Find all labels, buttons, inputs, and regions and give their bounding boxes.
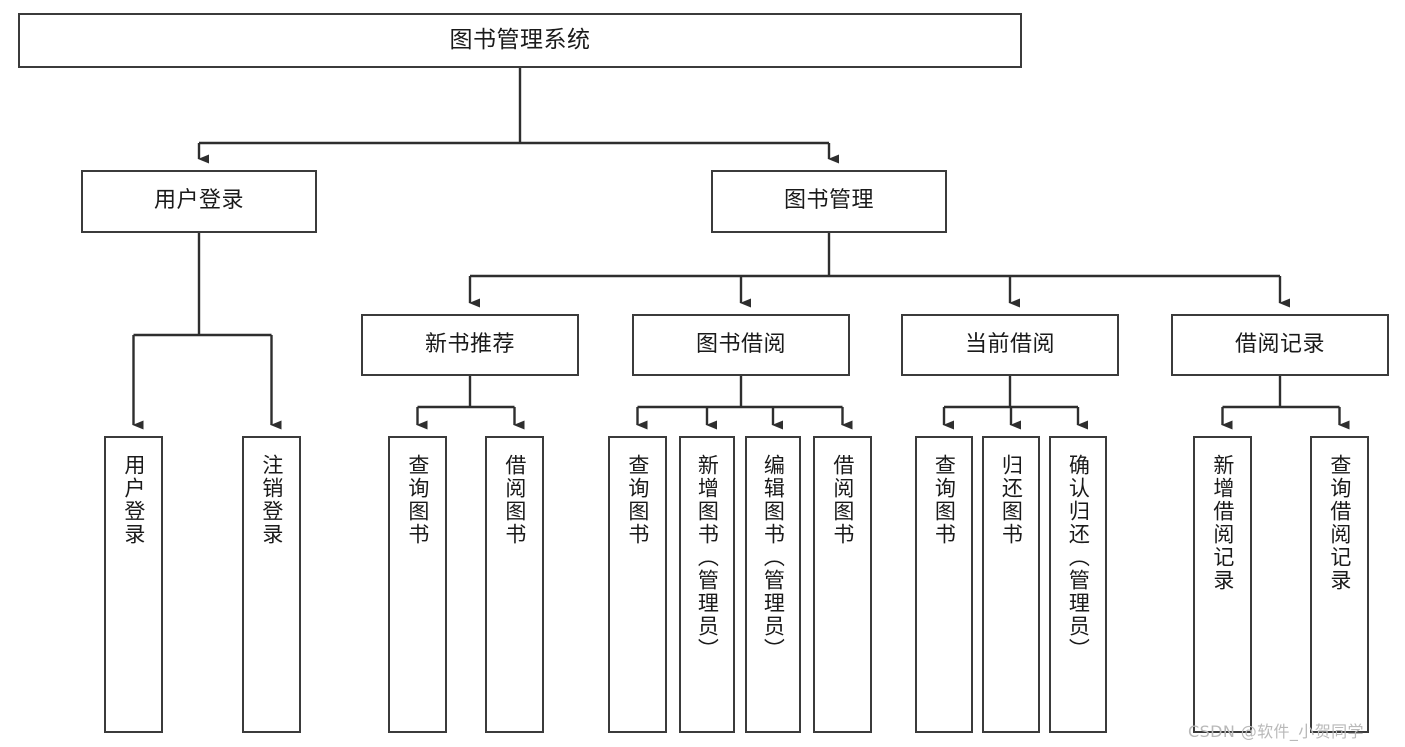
node-label: 新增借阅记录 (1210, 454, 1235, 592)
node-label: 查询借阅记录 (1327, 454, 1352, 592)
node-label: 图书管理系统 (449, 26, 591, 53)
node-label: 用户登录 (121, 454, 146, 546)
node-label: 借阅图书 (830, 454, 855, 546)
node-leaf-bor-4: 借阅图书 (813, 436, 872, 733)
watermark-label: CSDN @软件_小贺同学 (1188, 722, 1364, 741)
node-label: 编辑图书（管理员） (761, 454, 786, 661)
node-records: 借阅记录 (1171, 314, 1389, 376)
node-label: 查询图书 (405, 454, 430, 546)
node-leaf-rec-1: 新增借阅记录 (1193, 436, 1252, 733)
node-label: 注销登录 (259, 454, 284, 546)
node-newbook: 新书推荐 (361, 314, 579, 376)
node-leaf-login-1: 用户登录 (104, 436, 163, 733)
node-leaf-bor-1: 查询图书 (608, 436, 667, 733)
node-label: 确认归还（管理员） (1066, 454, 1091, 661)
node-label: 查询图书 (932, 454, 957, 546)
node-label: 图书管理 (783, 188, 874, 214)
node-leaf-new-1: 查询图书 (388, 436, 447, 733)
node-label: 新书推荐 (424, 331, 515, 357)
node-label: 借阅记录 (1234, 331, 1325, 357)
node-borrow: 图书借阅 (632, 314, 850, 376)
node-leaf-bor-3: 编辑图书（管理员） (745, 436, 801, 733)
node-label: 图书借阅 (695, 331, 786, 357)
node-label: 当前借阅 (964, 331, 1055, 357)
node-login: 用户登录 (81, 170, 317, 233)
node-label: 查询图书 (625, 454, 650, 546)
node-leaf-rec-2: 查询借阅记录 (1310, 436, 1369, 733)
node-bookmgmt: 图书管理 (711, 170, 947, 233)
node-leaf-new-2: 借阅图书 (485, 436, 544, 733)
node-leaf-bor-2: 新增图书（管理员） (679, 436, 735, 733)
node-leaf-cur-2: 归还图书 (982, 436, 1040, 733)
node-leaf-cur-1: 查询图书 (915, 436, 973, 733)
node-label: 用户登录 (153, 188, 244, 214)
node-leaf-login-2: 注销登录 (242, 436, 301, 733)
node-leaf-cur-3: 确认归还（管理员） (1049, 436, 1107, 733)
node-label: 归还图书 (999, 454, 1024, 546)
node-label: 新增图书（管理员） (695, 454, 720, 661)
node-current: 当前借阅 (901, 314, 1119, 376)
node-label: 借阅图书 (502, 454, 527, 546)
node-root: 图书管理系统 (18, 13, 1022, 68)
